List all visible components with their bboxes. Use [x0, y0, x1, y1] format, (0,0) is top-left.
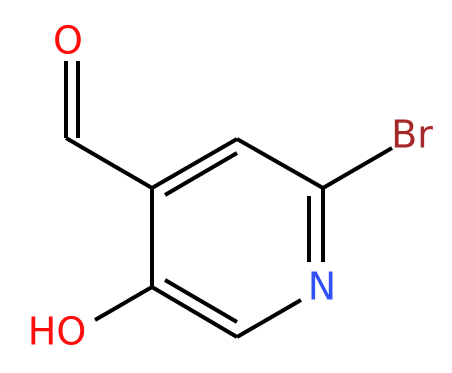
atom-label-aldehyde-oxygen: O: [53, 19, 83, 63]
bond-n1-c6: [235, 298, 303, 339]
bond-c2-br: [321, 146, 394, 190]
bond-c4-c3-inner: [163, 151, 239, 197]
bond-c5-oh: [93, 285, 154, 322]
bond-c4-c3: [151, 137, 238, 190]
bond-c3-c2: [236, 137, 324, 190]
atom-label-ring-nitrogen: N: [308, 265, 336, 309]
bond-aldehyde-c-to-ring: [64, 136, 154, 190]
atom-label-hydroxyl: HO: [28, 310, 86, 354]
bond-c6-c5-inner: [163, 278, 239, 324]
atom-label-bromine: Br: [391, 113, 433, 157]
bond-c6-c5: [150, 285, 239, 339]
